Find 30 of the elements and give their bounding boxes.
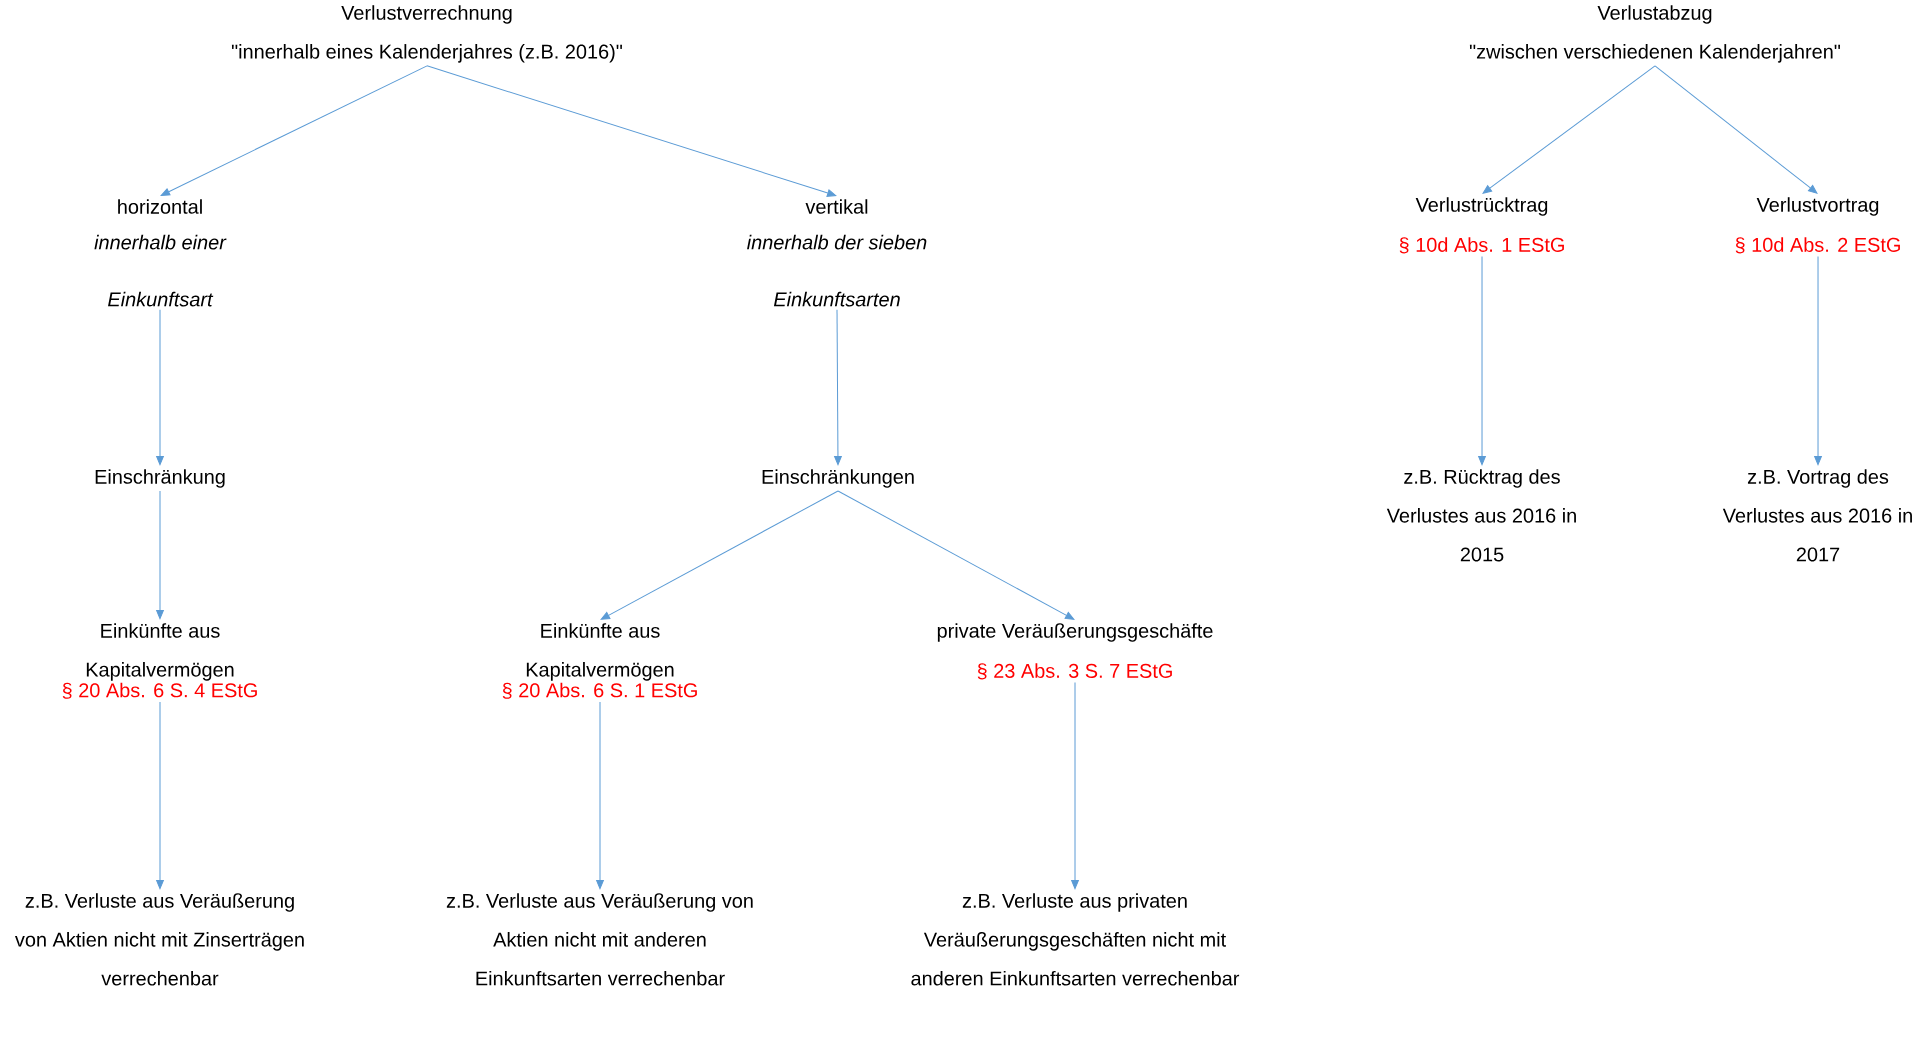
category-label: Verlustvortrag § 10d Abs. 2 EStG xyxy=(1735,197,1900,254)
arrow xyxy=(1814,256,1822,466)
arrow xyxy=(1482,65,1656,194)
arrow xyxy=(156,701,164,890)
heading: Verlustabzug "zwischen verschiedenen Kalenderjahren" xyxy=(1469,5,1841,63)
arrow xyxy=(1071,682,1079,890)
restriction-label: Einschränkung xyxy=(95,469,225,488)
arrow xyxy=(1654,65,1818,194)
arrow xyxy=(160,65,428,196)
arrow xyxy=(837,490,1075,620)
arrow xyxy=(1478,256,1486,466)
arrow xyxy=(156,309,164,466)
restriction-label: Einschränkungen xyxy=(762,469,914,488)
example-text: z.B. Verluste aus Veräußerung von Aktien nicht mit Zinserträgen verrechenbar xyxy=(15,893,304,986)
example-text: z.B. Rücktrag des Verlustes aus 2016 in 2015 xyxy=(1386,469,1576,562)
category-label: Verlustrücktrag § 10d Abs. 1 EStG xyxy=(1399,197,1564,254)
arrow xyxy=(600,490,839,620)
example-text: z.B. Verluste aus privaten Veräußerungsgeschäften nicht mit anderen Einkunftsarten verrechenbar xyxy=(911,893,1240,986)
category-label: vertikal innerhalb der sieben Einkunftsarten xyxy=(747,199,927,307)
arrow xyxy=(156,490,164,620)
example-text: z.B. Vortrag des Verlustes aus 2016 in 2017 xyxy=(1722,469,1912,562)
arrow xyxy=(596,701,604,890)
income-type-label: private Veräußerungsgeschäfte § 23 Abs. 3 S. 7 EStG xyxy=(937,623,1213,680)
heading: Verlustverrechnung "innerhalb eines Kalenderjahres (z.B. 2016)" xyxy=(231,5,622,63)
example-text: z.B. Verluste aus Veräußerung von Aktien nicht mit anderen Einkunftsarten verrechenbar xyxy=(446,893,753,986)
arrow xyxy=(834,309,842,466)
income-type-label: Einkünfte aus Kapitalvermögen § 20 Abs. 6 S. 1 EStG xyxy=(502,623,697,699)
income-type-label: Einkünfte aus Kapitalvermögen § 20 Abs. 6 S. 4 EStG xyxy=(62,623,257,699)
category-label: horizontal innerhalb einer Einkunftsart xyxy=(94,199,227,307)
arrow xyxy=(426,65,837,197)
